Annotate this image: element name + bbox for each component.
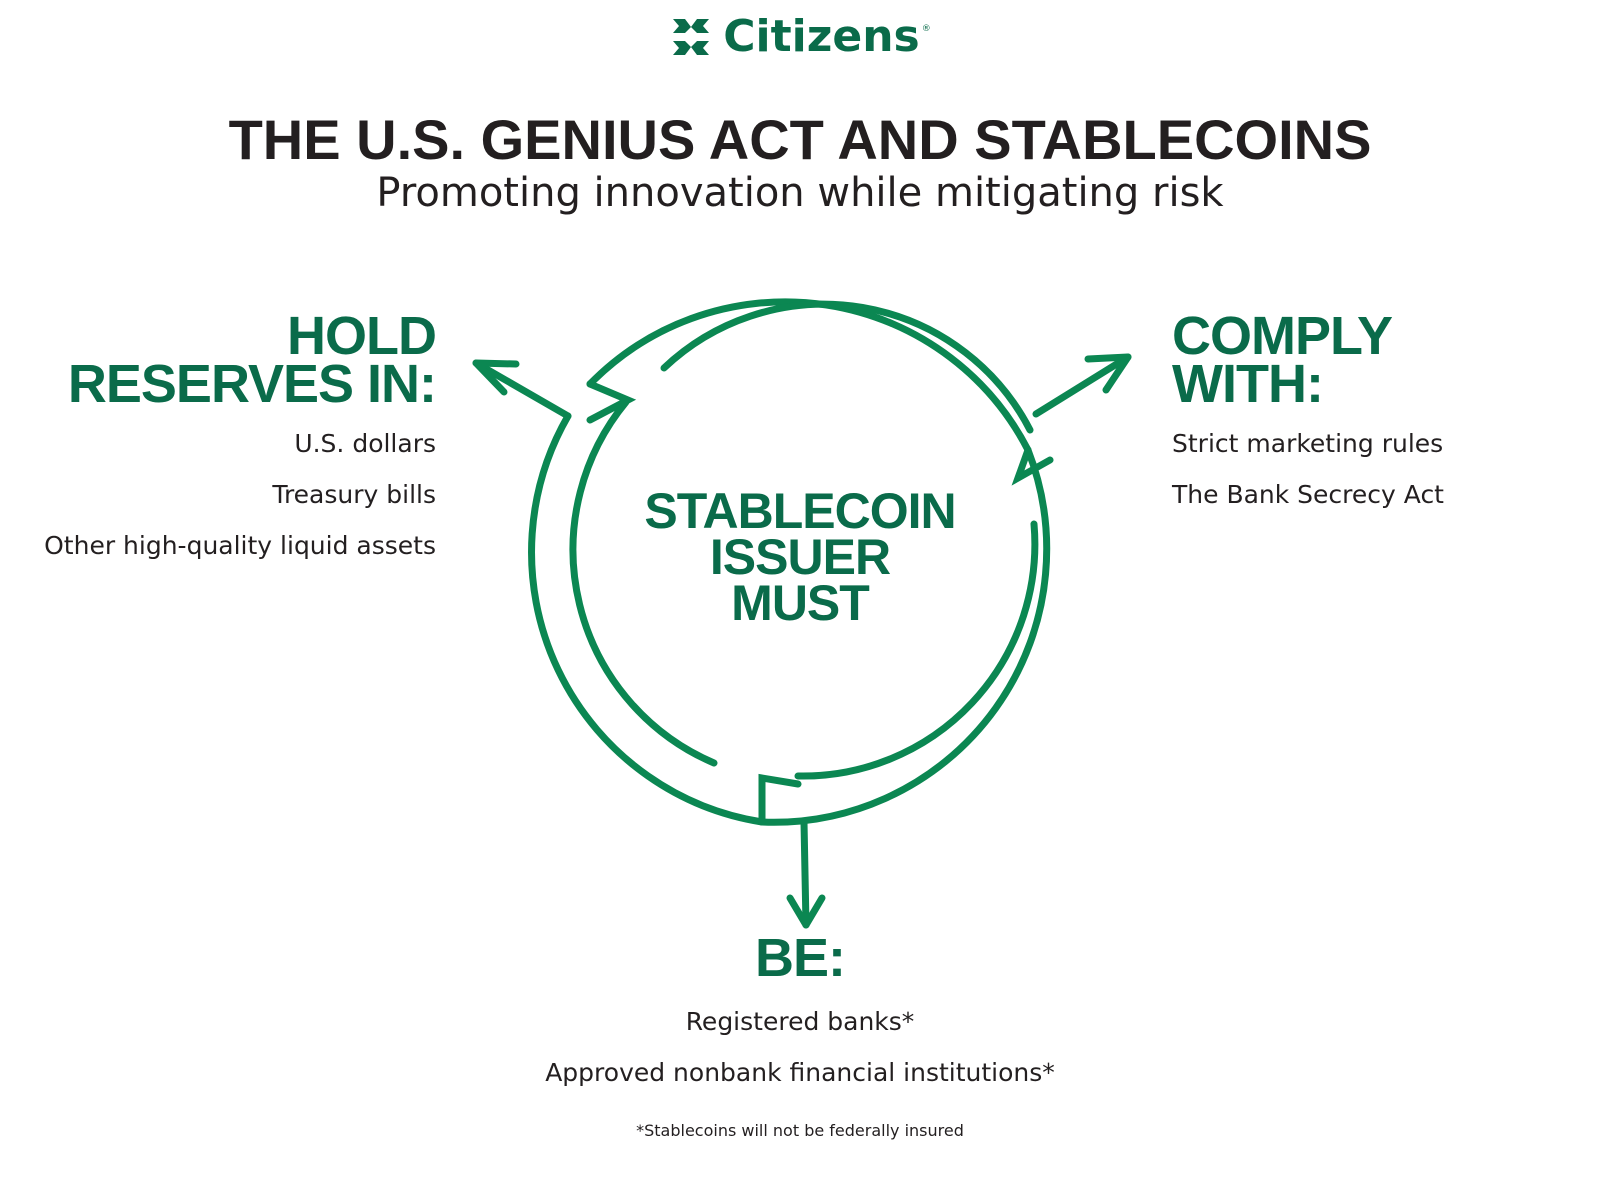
notch-right	[1011, 446, 1054, 486]
heading-line: RESERVES IN:	[67, 354, 437, 414]
be-heading: BE:	[400, 928, 1200, 988]
heading-line: WITH:	[1172, 354, 1324, 414]
outer-arc-left	[528, 412, 766, 826]
heading-line: BE:	[755, 928, 846, 988]
hold-reserves-list: U.S. dollars Treasury bills Other high-q…	[10, 418, 436, 571]
list-item: Approved nonbank financial institutions*	[545, 1058, 1055, 1087]
heading-line: HOLD	[287, 306, 437, 366]
center-line: MUST	[731, 575, 870, 631]
page-subtitle: Promoting innovation while mitigating ri…	[376, 170, 1224, 216]
citizens-logo-icon	[673, 19, 710, 55]
list-item: Strict marketing rules	[1172, 429, 1444, 458]
arrow-head-comply	[1084, 353, 1132, 394]
page-title: THE U.S. GENIUS ACT AND STABLECOINS	[228, 108, 1372, 171]
arrow-head-hold	[472, 359, 520, 396]
inner-arc-top	[660, 300, 1034, 434]
list-item: The Bank Secrecy Act	[1172, 480, 1444, 509]
outer-arc-right	[758, 446, 1051, 826]
list-item: Treasury bills	[272, 480, 436, 509]
arrow-to-comply	[1032, 353, 1132, 418]
list-item: U.S. dollars	[294, 429, 436, 458]
be-list: Registered banks* Approved nonbank finan…	[400, 996, 1200, 1098]
comply-with-section: COMPLY WITH: Strict marketing rules The …	[1172, 306, 1572, 520]
list-item: Other high-quality liquid assets	[44, 531, 436, 560]
comply-with-heading: COMPLY WITH:	[1172, 306, 1572, 414]
hold-reserves-heading: HOLD RESERVES IN:	[10, 306, 437, 414]
center-line: ISSUER	[709, 529, 891, 585]
arrow-to-be	[800, 818, 810, 929]
comply-with-list: Strict marketing rules The Bank Secrecy …	[1172, 418, 1572, 520]
arrow-head-be	[786, 894, 826, 929]
center-line: STABLECOIN	[644, 483, 956, 539]
brand-logo: Citizens ®	[0, 12, 1600, 62]
outer-arc-top	[586, 298, 1032, 454]
registered-mark: ®	[921, 24, 931, 34]
brand-name: Citizens	[723, 11, 920, 62]
inner-arc-left	[569, 398, 718, 767]
outer-ring	[591, 301, 1030, 478]
inner-arc-right	[794, 520, 1039, 780]
be-section: BE: Registered banks* Approved nonbank f…	[400, 928, 1200, 1098]
arrow-to-hold	[472, 359, 572, 420]
hold-reserves-section: HOLD RESERVES IN: U.S. dollars Treasury …	[10, 306, 437, 571]
center-label: STABLECOIN ISSUER MUST	[600, 483, 1000, 631]
heading-line: COMPLY	[1172, 306, 1393, 366]
notch-bottom	[758, 773, 802, 826]
footnote: *Stablecoins will not be federally insur…	[636, 1121, 964, 1140]
list-item: Registered banks*	[685, 1007, 915, 1036]
